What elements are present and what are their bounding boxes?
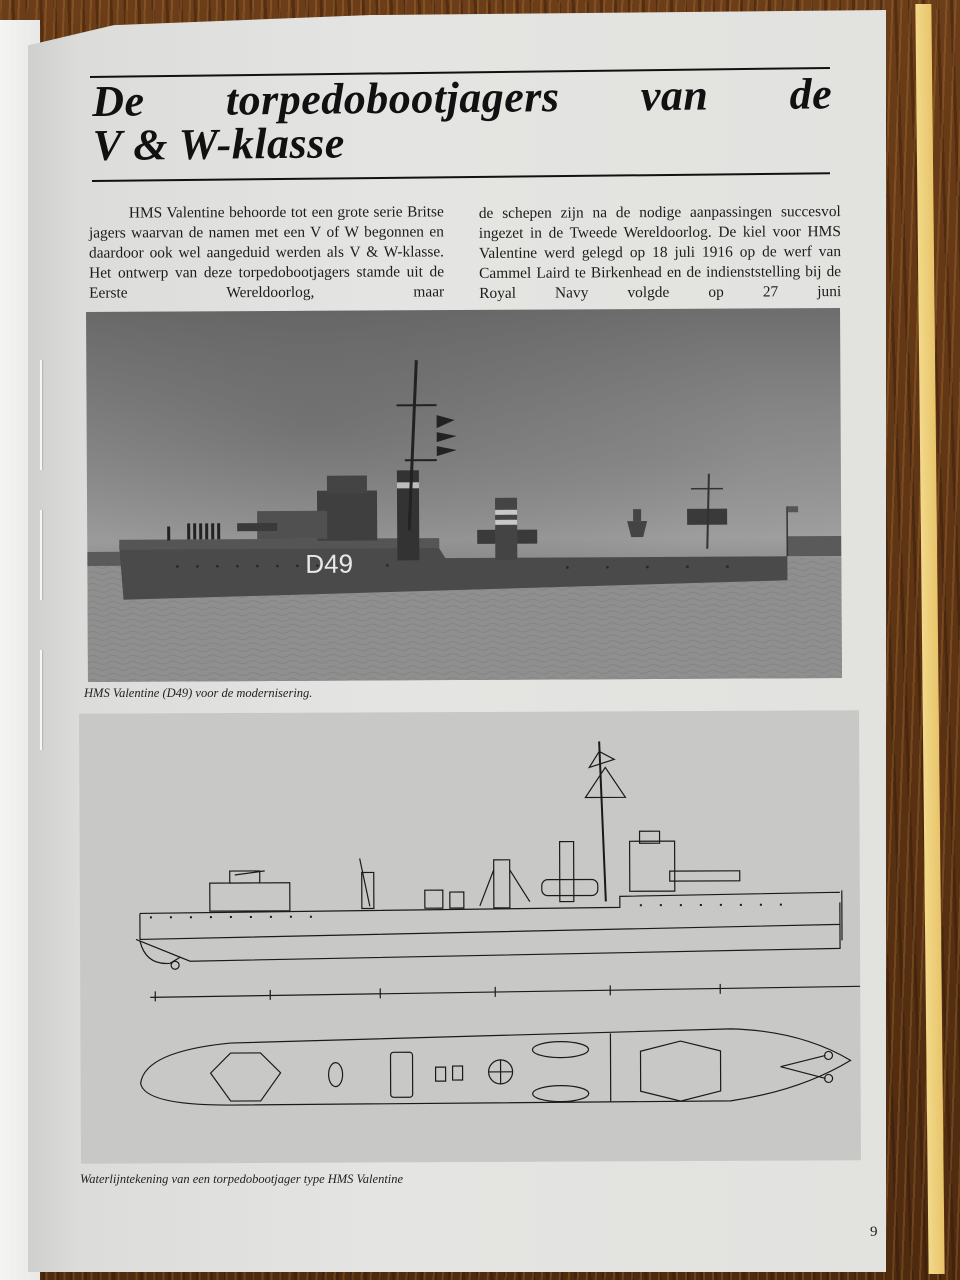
- drawing-caption: Waterlijntekening van een torpedobootjag…: [80, 1172, 404, 1186]
- ship-plan-drawing: [135, 741, 861, 1106]
- ship-photo: D49: [86, 308, 842, 682]
- binding-stitch: [40, 360, 42, 470]
- page-number: 9: [870, 1224, 878, 1240]
- destroyer-photo-illustration: D49: [87, 360, 842, 682]
- body-text-left: HMS Valentine behoorde tot een grote ser…: [88, 203, 445, 302]
- body-column-left: HMS Valentine behoorde tot een grote ser…: [89, 202, 444, 303]
- binding-stitch: [40, 510, 42, 600]
- title-line-1: De torpedobootjagers van de: [91, 69, 833, 126]
- photo-caption: HMS Valentine (D49) voor de moderniserin…: [84, 686, 313, 700]
- title-line-2: V & W-klasse: [92, 118, 346, 170]
- hull-number: D49: [305, 549, 353, 579]
- article-title: De torpedobootjagers van de V & W-klasse: [91, 69, 833, 170]
- body-text-right: de schepen zijn na de nodige aanpassinge…: [478, 203, 842, 302]
- waterline-drawing: [79, 710, 861, 1164]
- binding-stitch: [40, 650, 42, 750]
- body-column-right: de schepen zijn na de nodige aanpassinge…: [479, 202, 842, 304]
